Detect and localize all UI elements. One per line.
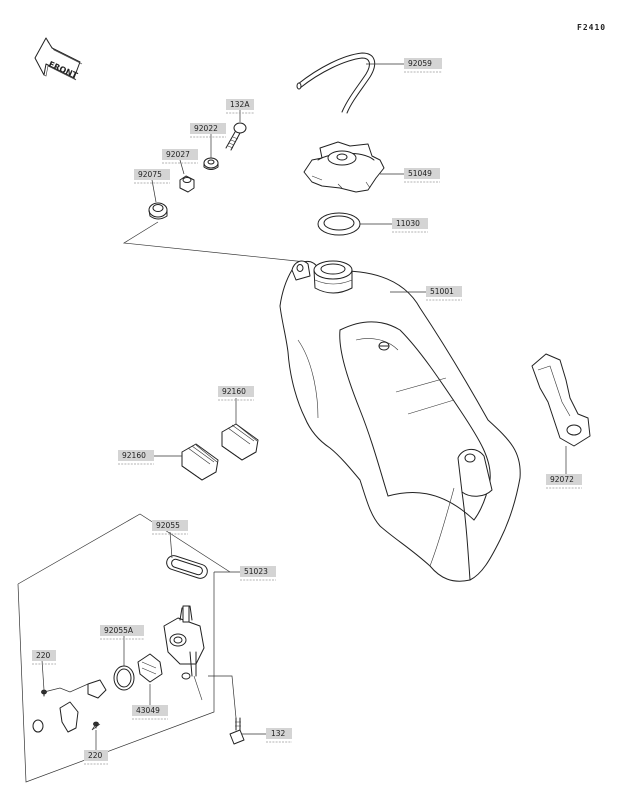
part-label-51001[interactable]: 51001 [426, 286, 462, 301]
fuel-cock-part [163, 605, 205, 701]
part-label-92022[interactable]: 92022 [190, 123, 226, 138]
part-label-11030[interactable]: 11030 [392, 218, 428, 233]
svg-text:220: 220 [88, 751, 103, 760]
collar-92027-part [179, 175, 195, 193]
svg-text:51049: 51049 [408, 169, 432, 178]
fuel-tank-part [279, 260, 521, 582]
part-label-132a[interactable]: 132A [226, 99, 254, 114]
front-arrow-icon: FRONT [34, 37, 83, 80]
lever-plate-part [32, 679, 107, 733]
part-label-132[interactable]: 132 [266, 728, 292, 743]
svg-text:92160: 92160 [122, 451, 146, 460]
svg-text:92022: 92022 [194, 124, 218, 133]
part-label-51049[interactable]: 51049 [404, 168, 440, 183]
oring-92055-part [166, 555, 208, 579]
part-label-92075[interactable]: 92075 [134, 169, 170, 184]
part-label-51023[interactable]: 51023 [240, 566, 276, 581]
breather-hose-part [296, 52, 376, 114]
svg-text:92055A: 92055A [104, 626, 134, 635]
svg-text:92059: 92059 [408, 59, 432, 68]
assembly-bracket [17, 513, 231, 783]
part-label-92055[interactable]: 92055 [152, 520, 188, 535]
part-label-92055a[interactable]: 92055A [100, 625, 144, 640]
svg-text:92055: 92055 [156, 521, 180, 530]
svg-text:51023: 51023 [244, 567, 268, 576]
bolt-132a-part [225, 122, 247, 151]
damper-rubber-upper-part [221, 423, 259, 461]
svg-text:132A: 132A [230, 100, 250, 109]
cap-gasket-part [317, 212, 361, 236]
damper-rubber-lower-part [181, 443, 219, 481]
svg-text:92072: 92072 [550, 475, 574, 484]
svg-text:43049: 43049 [136, 706, 160, 715]
svg-text:51001: 51001 [430, 287, 454, 296]
part-label-92160-upper[interactable]: 92160 [218, 386, 254, 401]
figure-code: F2410 [577, 23, 606, 32]
bolt-132-part [229, 717, 245, 745]
leader-lines [41, 63, 567, 752]
grommet-92075-part [148, 202, 168, 220]
svg-text:11030: 11030 [396, 219, 420, 228]
part-label-43049[interactable]: 43049 [132, 705, 168, 720]
screw-220-upper-part [41, 689, 47, 697]
svg-text:92075: 92075 [138, 170, 162, 179]
part-label-92027[interactable]: 92027 [162, 149, 198, 164]
svg-text:132: 132 [271, 729, 286, 738]
part-label-92160-lower[interactable]: 92160 [118, 450, 154, 465]
filter-43049-part [137, 653, 163, 683]
svg-text:92027: 92027 [166, 150, 190, 159]
svg-text:92160: 92160 [222, 387, 246, 396]
tank-strap-part [531, 353, 591, 447]
svg-text:220: 220 [36, 651, 51, 660]
part-label-220-lower[interactable]: 220 [84, 750, 108, 765]
part-label-220-upper[interactable]: 220 [32, 650, 56, 665]
part-label-92072[interactable]: 92072 [546, 474, 582, 489]
fuel-cap-part [303, 141, 385, 193]
part-label-92059[interactable]: 92059 [404, 58, 442, 73]
oring-92055a-part [113, 665, 135, 691]
washer-92022-part [203, 157, 219, 170]
